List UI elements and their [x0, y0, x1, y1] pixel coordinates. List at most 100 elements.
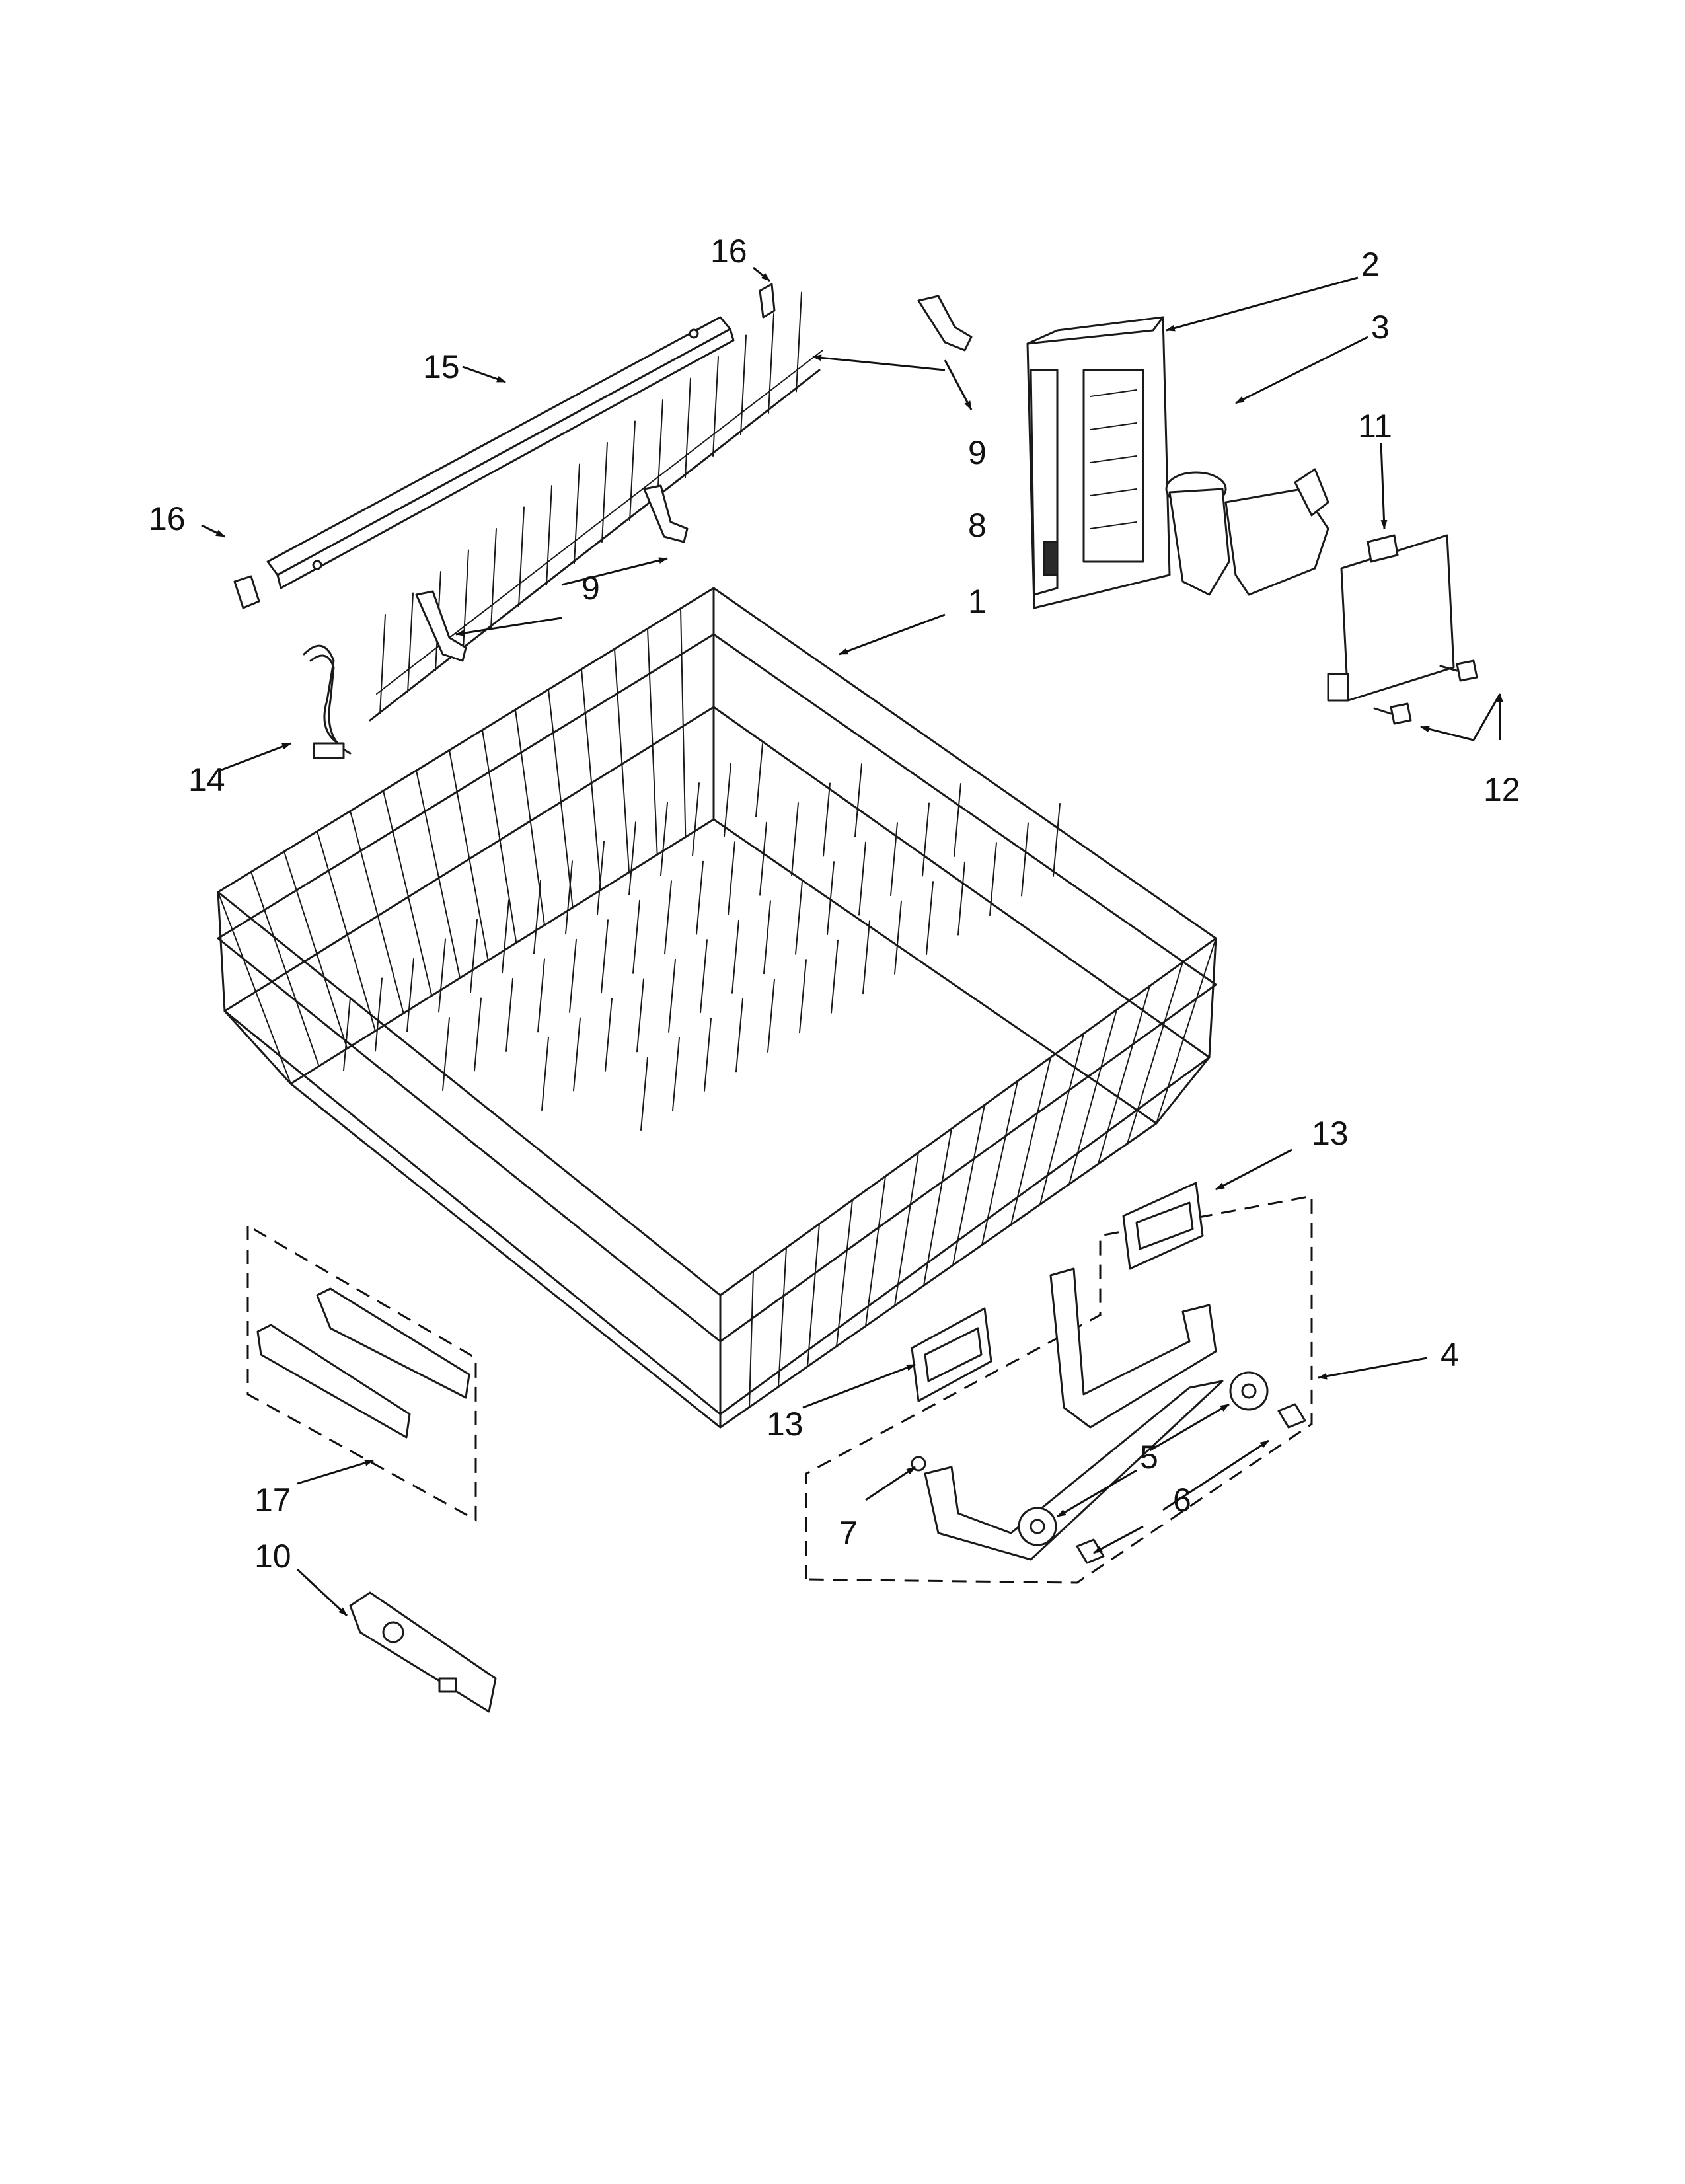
wire-line — [375, 977, 383, 1052]
rack-wheel — [1018, 1371, 1269, 1546]
wire-line — [664, 880, 672, 955]
wire-line — [442, 1017, 450, 1091]
wire-line — [632, 899, 640, 974]
adjuster-cover — [1327, 534, 1455, 702]
cover-screw — [1373, 659, 1478, 725]
wire-line — [862, 920, 870, 995]
callout-10: 10 — [254, 1538, 291, 1575]
callout-1: 1 — [968, 583, 987, 620]
wire-line — [957, 861, 965, 936]
wire-line — [482, 729, 517, 944]
wire-line — [922, 802, 930, 877]
wire-line — [923, 1128, 952, 1287]
wire-line — [369, 369, 821, 722]
wire-line — [537, 958, 545, 1033]
wire-line — [449, 749, 489, 961]
callout-17: 17 — [254, 1482, 291, 1519]
wire-line — [692, 782, 700, 857]
wire-line — [605, 997, 613, 1072]
callout-15: 15 — [423, 348, 460, 385]
wire-line — [250, 871, 320, 1067]
tine-row — [369, 291, 823, 722]
callout-13-left: 13 — [767, 1406, 804, 1443]
wire-line — [767, 978, 775, 1053]
wire-line — [795, 880, 803, 955]
wire-line — [672, 1037, 680, 1111]
rail-end-cap — [233, 283, 776, 609]
wire-line — [668, 958, 676, 1033]
wire-line — [640, 1057, 648, 1131]
wheel-axle — [1076, 1403, 1306, 1564]
wire-line — [343, 997, 351, 1071]
callout-11: 11 — [1358, 408, 1392, 445]
wire-line — [518, 506, 525, 607]
wire-line — [474, 997, 482, 1072]
wire-line — [636, 978, 644, 1053]
callout-12: 12 — [1483, 771, 1520, 808]
wire-line — [283, 850, 348, 1049]
wire-line — [858, 841, 866, 916]
tine-clip — [415, 295, 973, 662]
wire-line — [629, 420, 636, 521]
wire-line — [533, 880, 541, 954]
wire-line — [383, 790, 433, 997]
wire-line — [565, 860, 573, 935]
wire-line — [778, 1247, 787, 1388]
wire-line — [569, 938, 577, 1013]
callout-9-mid: 9 — [581, 570, 600, 607]
callout-8: 8 — [968, 507, 987, 544]
wire-line — [791, 802, 799, 877]
wire-line — [827, 861, 835, 936]
wire-line — [502, 899, 509, 974]
handle-latch — [349, 1591, 497, 1713]
wire-line — [685, 377, 691, 478]
callout-4: 4 — [1441, 1336, 1459, 1373]
wire-line — [407, 592, 414, 693]
leader-lines — [201, 266, 1503, 1617]
wire-line — [731, 919, 739, 994]
handle-assembly-group — [246, 1224, 477, 1522]
wire-line — [704, 1017, 712, 1092]
wire-line — [546, 485, 552, 585]
wire-line — [628, 821, 636, 896]
wire-line — [865, 1176, 886, 1327]
wire-line — [574, 463, 580, 564]
rack-handle — [303, 644, 352, 759]
wire-line — [763, 900, 771, 975]
wire-line — [890, 822, 898, 897]
callout-5: 5 — [1140, 1439, 1158, 1476]
wire-line — [831, 939, 839, 1014]
wire-line — [836, 1199, 853, 1347]
wire-line — [601, 919, 609, 994]
wire-line — [755, 743, 763, 817]
wire-line — [1039, 1033, 1084, 1205]
callout-2: 2 — [1361, 246, 1380, 283]
rack-rail — [266, 316, 735, 589]
rack-adjuster-housing — [1026, 316, 1171, 609]
wire-line — [952, 1104, 985, 1266]
wire-line — [379, 614, 386, 714]
wire-line — [548, 689, 574, 909]
callout-9-top: 9 — [968, 434, 987, 471]
wire-line — [740, 334, 747, 435]
wire-line — [416, 770, 461, 979]
rack-slide — [911, 1182, 1204, 1402]
wire-line — [657, 399, 663, 500]
callout-7: 7 — [839, 1515, 858, 1552]
wheel-assembly-group — [805, 1195, 1313, 1584]
callout-16-left: 16 — [149, 500, 186, 537]
wire-line — [541, 1037, 549, 1111]
wire-line — [217, 891, 291, 1084]
wire-line — [854, 763, 862, 837]
wire-line — [1068, 1009, 1117, 1185]
adjuster-lever — [1165, 468, 1329, 596]
wire-line — [728, 841, 735, 916]
wire-line — [317, 831, 376, 1032]
wire-line — [506, 977, 513, 1052]
wire-line — [680, 607, 687, 838]
wire-line — [807, 1223, 820, 1367]
wire-line — [1053, 803, 1061, 877]
wire-line — [1127, 961, 1183, 1145]
